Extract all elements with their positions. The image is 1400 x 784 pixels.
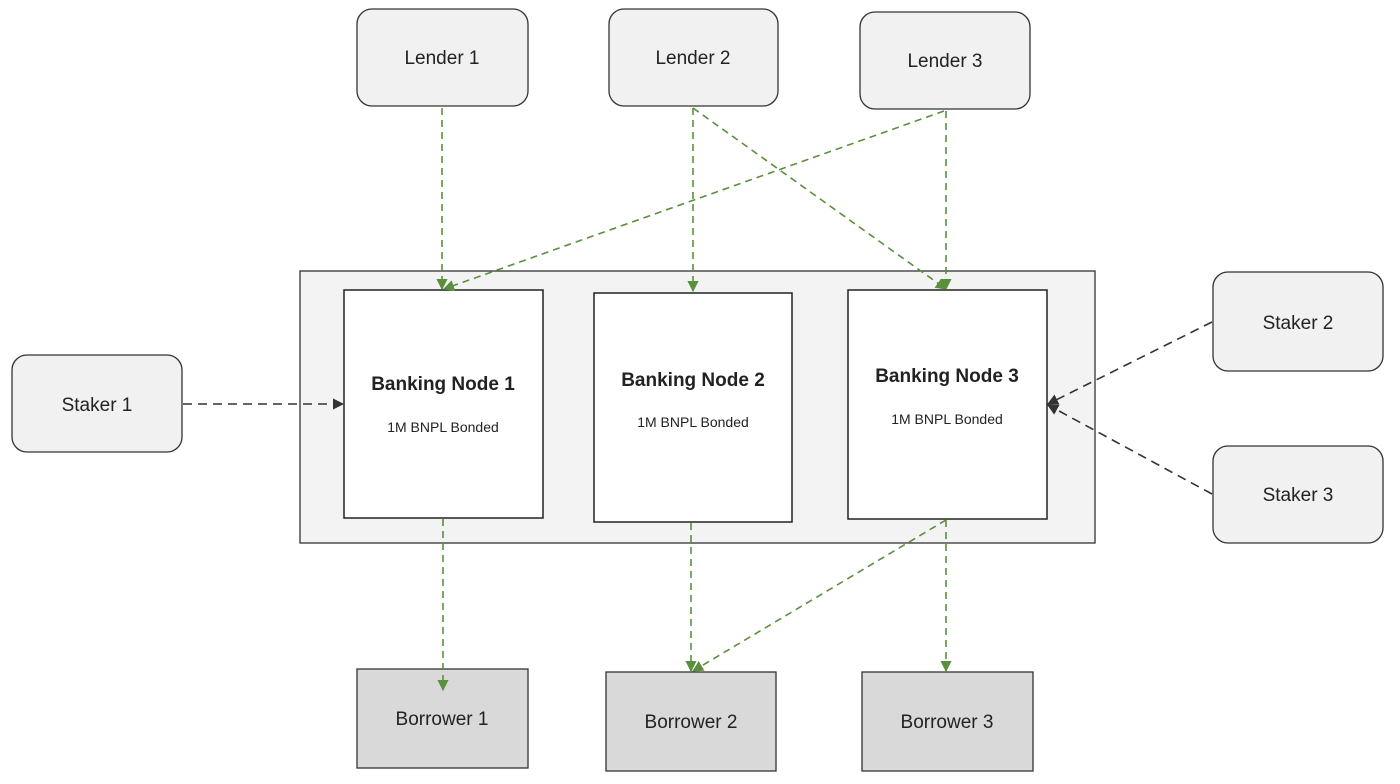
borrower-3: Borrower 3 (861, 671, 1034, 772)
banking-node-3: Banking Node 3 1M BNPL Bonded (847, 289, 1048, 520)
lender-3: Lender 3 (859, 11, 1031, 110)
staker-3-label: Staker 3 (1263, 485, 1334, 506)
banking-node-1-title: Banking Node 1 (371, 374, 515, 395)
borrower-2: Borrower 2 (605, 671, 777, 772)
arrow-lender2-to-node3 (692, 107, 947, 290)
lender-1-label: Lender 1 (404, 48, 479, 69)
arrow-staker3-to-node3 (1047, 404, 1213, 495)
banking-node-1-bonded: 1M BNPL Bonded (387, 419, 499, 435)
staker-1-label: Staker 1 (62, 395, 133, 416)
staker-1: Staker 1 (11, 354, 183, 453)
staker-3: Staker 3 (1212, 445, 1384, 544)
banking-node-2-title: Banking Node 2 (621, 370, 765, 391)
banking-node-3-bonded: 1M BNPL Bonded (891, 411, 1003, 427)
borrower-3-label: Borrower 3 (901, 712, 994, 733)
arrow-staker2-to-node3 (1046, 321, 1213, 405)
arrow-node3-to-borrower2 (692, 519, 947, 672)
banking-node-1: Banking Node 1 1M BNPL Bonded (343, 289, 544, 519)
lender-1: Lender 1 (356, 8, 529, 107)
lender-3-label: Lender 3 (907, 51, 982, 72)
arrow-lender3-to-node1 (442, 110, 945, 291)
banking-node-2-bonded: 1M BNPL Bonded (637, 414, 749, 430)
banking-node-3-title: Banking Node 3 (875, 366, 1019, 387)
banking-node-2: Banking Node 2 1M BNPL Bonded (593, 292, 793, 523)
lender-2-label: Lender 2 (655, 48, 730, 69)
borrower-1: Borrower 1 (356, 668, 529, 769)
staker-2-label: Staker 2 (1263, 313, 1334, 334)
borrower-1-label: Borrower 1 (396, 709, 489, 730)
staker-2: Staker 2 (1212, 271, 1384, 372)
borrower-2-label: Borrower 2 (645, 712, 738, 733)
lender-2: Lender 2 (608, 8, 779, 107)
